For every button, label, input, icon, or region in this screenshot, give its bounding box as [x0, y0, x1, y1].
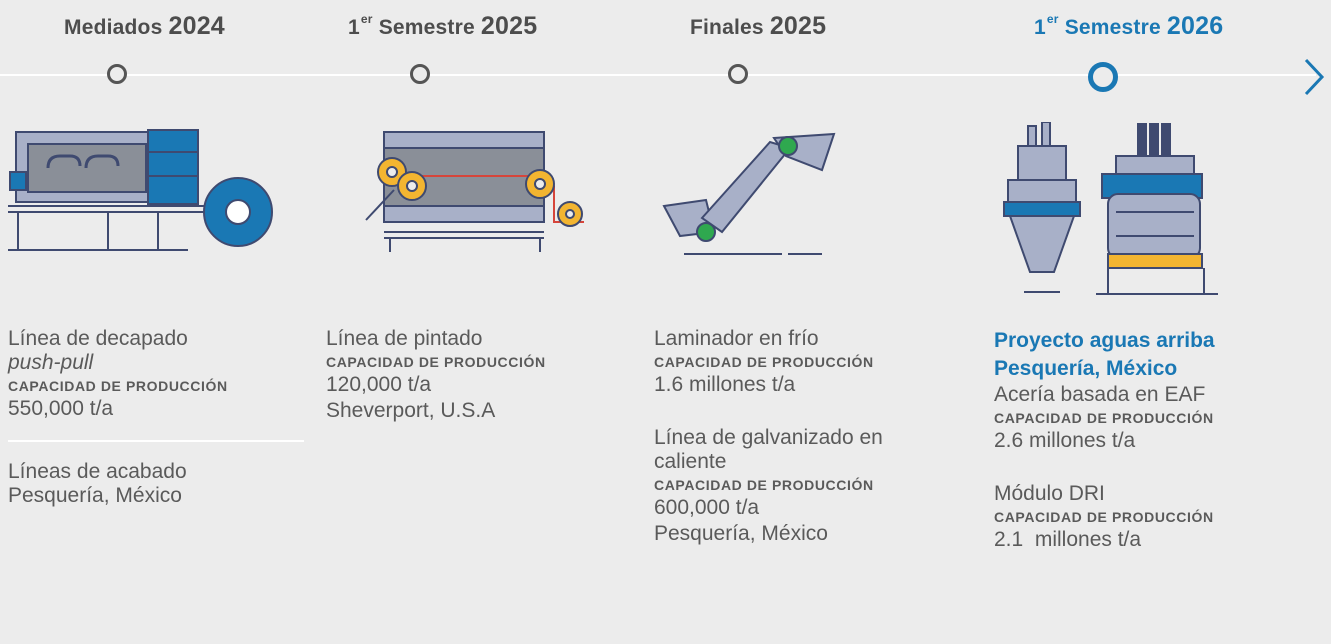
capacity-label: CAPACIDAD DE PRODUCCIÓN — [994, 410, 1214, 426]
milestone-column-1: Línea de decapado push-pull CAPACIDAD DE… — [8, 327, 308, 508]
capacity-value: 120,000 t/a — [326, 373, 432, 396]
chevron-right-icon[interactable] — [1298, 56, 1328, 98]
capacity-label: CAPACIDAD DE PRODUCCIÓN — [654, 477, 874, 493]
project-title-cont: caliente — [654, 450, 727, 473]
pickling-line-icon — [8, 129, 273, 251]
capacity-label: CAPACIDAD DE PRODUCCIÓN — [994, 509, 1214, 525]
capacity-value: 2.1 millones t/a — [994, 528, 1142, 551]
timeline-date-1: Mediados 2024 — [64, 12, 225, 40]
capacity-value: 2.6 millones t/a — [994, 429, 1136, 452]
milestone-column-4: Proyecto aguas arriba Pesquería, México … — [994, 327, 1294, 553]
project-title: Módulo DRI — [994, 482, 1105, 505]
project-title: Línea de galvanizado en — [654, 426, 883, 449]
divider — [8, 440, 304, 442]
location: Pesquería, México — [654, 522, 828, 545]
capacity-value: 1.6 millones t/a — [654, 373, 796, 396]
timeline-node-1[interactable] — [107, 64, 127, 84]
timeline-node-3[interactable] — [728, 64, 748, 84]
location: Sheverport, U.S.A — [326, 399, 496, 422]
milestone-column-3: Laminador en frío CAPACIDAD DE PRODUCCIÓ… — [654, 327, 954, 547]
project-title: Laminador en frío — [654, 327, 819, 350]
timeline-node-4[interactable] — [1088, 62, 1118, 92]
timeline-date-2: 1er Semestre 2025 — [348, 12, 538, 40]
milestone-column-2: Línea de pintado CAPACIDAD DE PRODUCCIÓN… — [326, 327, 626, 424]
extra-title: Líneas de acabado — [8, 460, 187, 483]
timeline-date-3: Finales 2025 — [690, 12, 827, 40]
project-title: Línea de decapado — [8, 327, 188, 350]
project-heading-location: Pesquería, México — [994, 357, 1178, 380]
project-title: Acería basada en EAF — [994, 383, 1206, 406]
timeline-date-4: 1er Semestre 2026 — [1034, 12, 1224, 40]
project-subtitle: push-pull — [8, 351, 94, 374]
cold-rolling-mill-icon — [662, 132, 836, 255]
capacity-label: CAPACIDAD DE PRODUCCIÓN — [326, 354, 546, 370]
capacity-label: CAPACIDAD DE PRODUCCIÓN — [654, 354, 874, 370]
painting-line-icon — [365, 131, 584, 252]
capacity-value: 600,000 t/a — [654, 496, 760, 519]
project-title: Línea de pintado — [326, 327, 483, 350]
project-heading: Proyecto aguas arriba — [994, 329, 1215, 352]
eaf-dri-plant-icon — [1003, 122, 1218, 295]
capacity-label: CAPACIDAD DE PRODUCCIÓN — [8, 378, 228, 394]
capacity-value: 550,000 t/a — [8, 397, 114, 420]
timeline-line — [0, 74, 1316, 76]
location: Pesquería, México — [8, 484, 182, 507]
timeline-node-2[interactable] — [410, 64, 430, 84]
